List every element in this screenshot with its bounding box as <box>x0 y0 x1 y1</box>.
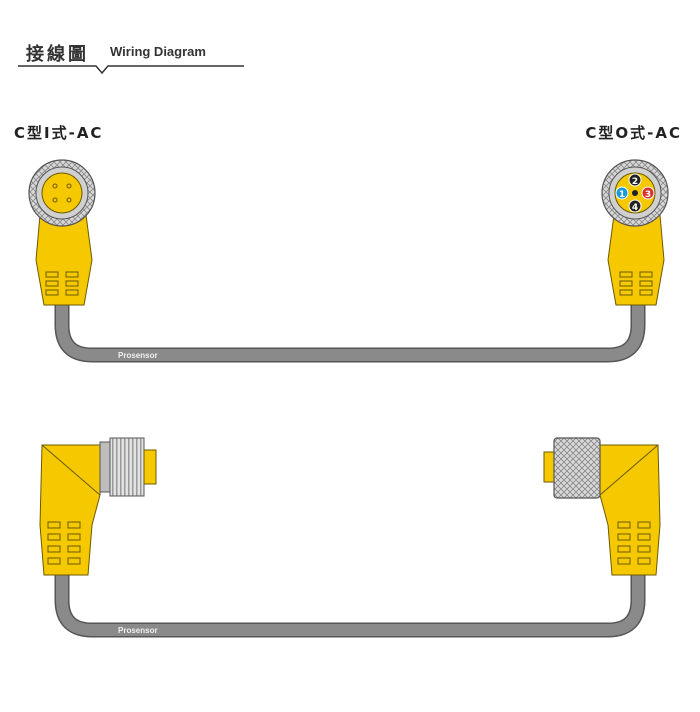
top-cable <box>54 300 646 363</box>
pin-1: 1 <box>615 186 629 200</box>
svg-text:4: 4 <box>632 203 638 213</box>
header-underline <box>18 65 244 75</box>
title-english: Wiring Diagram <box>110 44 206 59</box>
pin-3: 3 <box>641 186 655 200</box>
right-angled-connector <box>543 437 661 576</box>
right-connector-label: C型O式-AC <box>585 124 682 142</box>
pin-4: 4 <box>628 199 642 213</box>
svg-text:1: 1 <box>619 190 625 200</box>
right-straight-connector: 2 1 3 4 <box>601 159 669 306</box>
top-cable-assembly: Prosensor <box>28 159 669 363</box>
left-connector-label: C型I式-AC <box>14 124 104 142</box>
title-chinese: 接線圖 <box>26 44 89 65</box>
left-angled-connector <box>39 437 157 576</box>
top-cable-brand: Prosensor <box>118 351 158 360</box>
pin-2: 2 <box>628 173 642 187</box>
left-straight-connector <box>28 159 96 306</box>
bottom-cable <box>54 575 646 638</box>
bottom-cable-assembly: Prosensor <box>39 437 661 638</box>
bottom-cable-brand: Prosensor <box>118 626 158 635</box>
svg-text:3: 3 <box>645 190 651 200</box>
svg-text:2: 2 <box>632 177 638 187</box>
diagram-header: 接線圖 Wiring Diagram <box>18 36 244 76</box>
